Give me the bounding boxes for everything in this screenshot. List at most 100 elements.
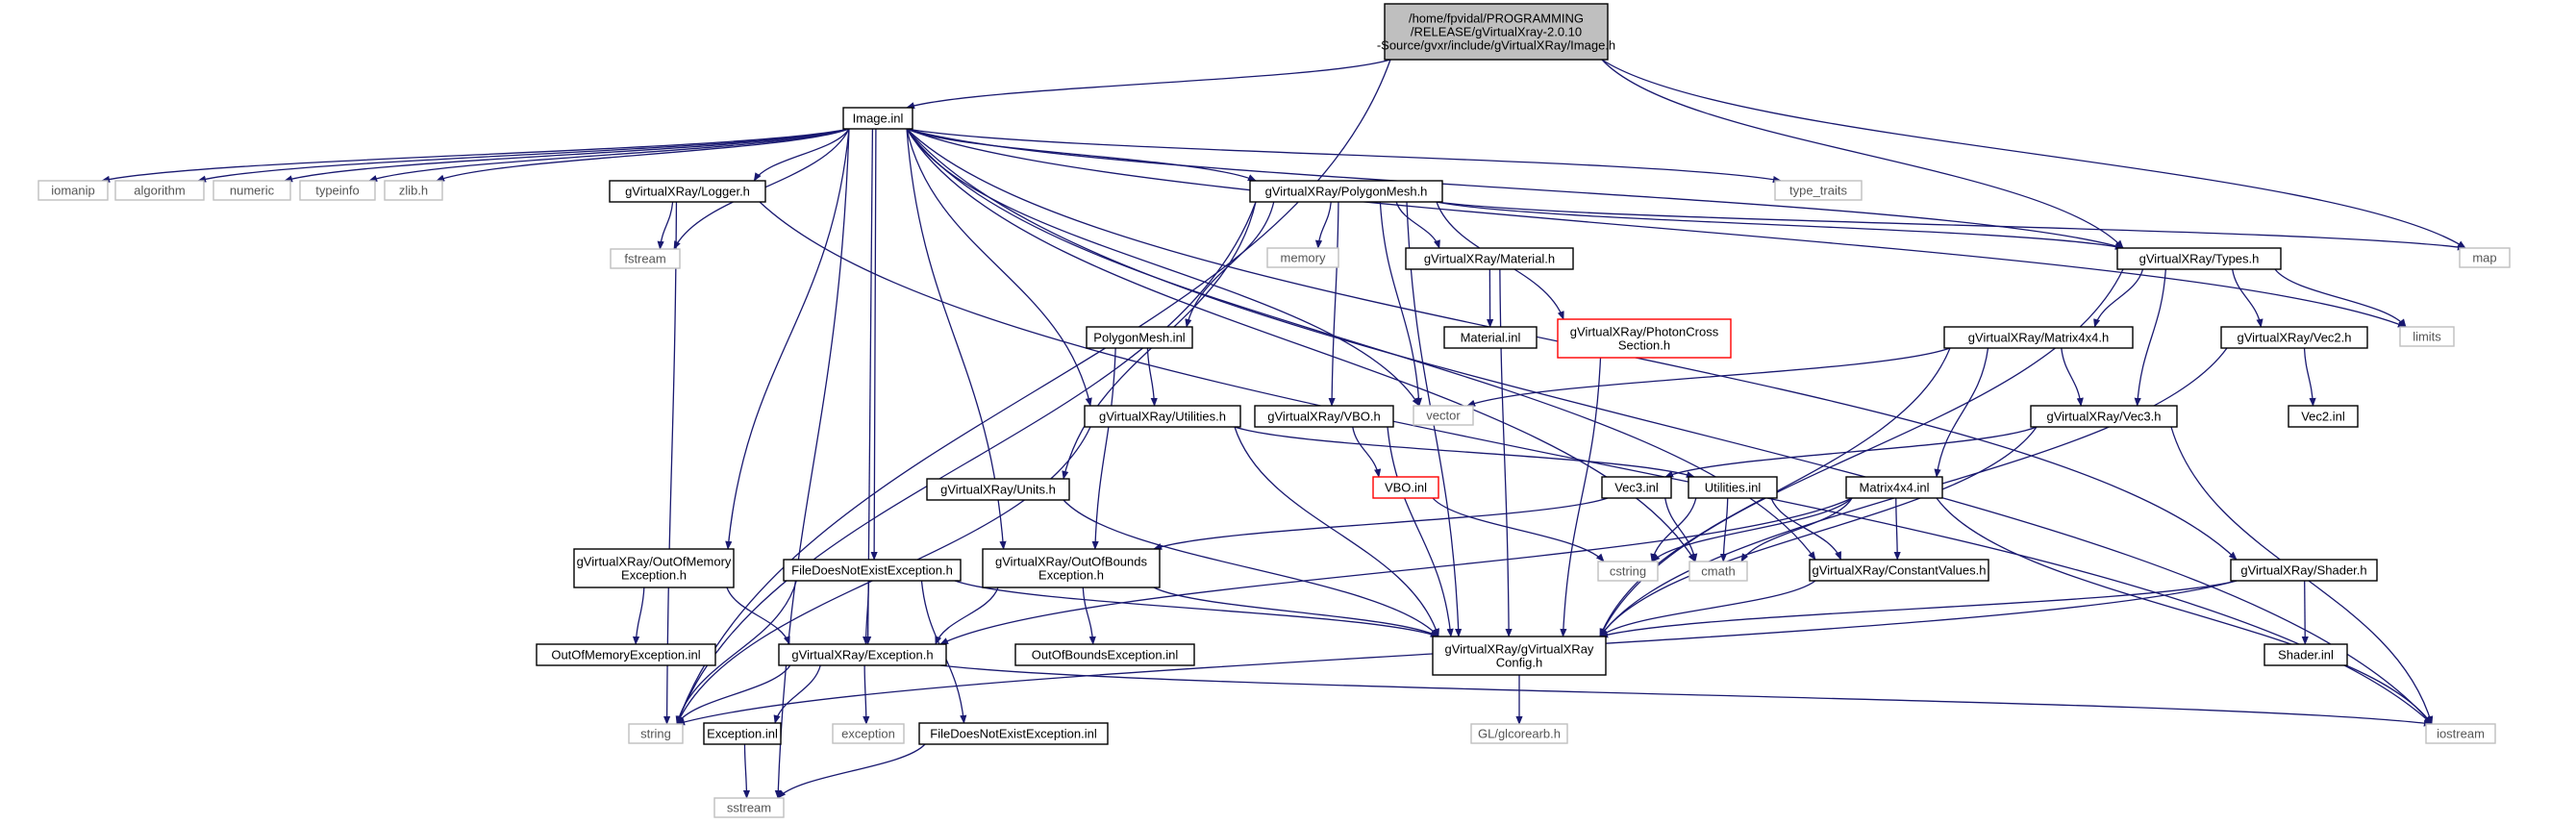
node-vec2_h[interactable]: gVirtualXRay/Vec2.h [2220, 326, 2368, 349]
node-utilities_inl[interactable]: Utilities.inl [1688, 476, 1778, 499]
node-box [1384, 3, 1609, 61]
node-vec2_inl[interactable]: Vec2.inl [2288, 405, 2359, 428]
edge-types_h-to-matrix4x4_h [2093, 268, 2144, 328]
edge-root-to-types_h [1601, 59, 2124, 249]
edge-arrow [1314, 201, 1332, 249]
node-box [2399, 326, 2455, 347]
edge-arrow [935, 587, 999, 645]
node-label: iomanip [51, 183, 95, 197]
node-types_h[interactable]: gVirtualXRay/Types.h [2116, 247, 2282, 270]
node-vbo_h[interactable]: gVirtualXRay/VBO.h [1254, 405, 1394, 428]
node-type_traits: type_traits [1774, 180, 1863, 201]
node-shader_inl[interactable]: Shader.inl [2263, 643, 2348, 666]
edge-image_inl-to-polygonmesh_h [906, 128, 1257, 182]
node-logger[interactable]: gVirtualXRay/Logger.h [609, 180, 766, 203]
node-label: gVirtualXRay/Utilities.h [1099, 409, 1226, 423]
node-exception: exception [832, 723, 905, 744]
node-label: VBO.inl [1385, 480, 1427, 494]
node-outofmemory_inl[interactable]: OutOfMemoryException.inl [536, 643, 716, 666]
node-material_h[interactable]: gVirtualXRay/Material.h [1405, 247, 1574, 270]
node-polygonmesh_h[interactable]: gVirtualXRay/PolygonMesh.h [1249, 180, 1443, 203]
edge-vec2_h-to-vec2_inl [2303, 347, 2316, 407]
node-box [926, 478, 1070, 501]
edge-image_inl-to-typeinfo [368, 128, 850, 182]
node-matrix4x4_inl[interactable]: Matrix4x4.inl [1845, 476, 1943, 499]
node-vec3_inl[interactable]: Vec3.inl [1601, 476, 1672, 499]
node-label: Vec3.inl [1614, 480, 1659, 494]
edge-arrow [1436, 201, 2466, 251]
edge-image_inl-to-filedoesnotexist_h [870, 128, 878, 561]
node-box [713, 797, 785, 818]
edge-arrow [632, 587, 645, 645]
edge-exception_h-to-exception [863, 664, 870, 725]
edge-arrow [1352, 426, 1382, 478]
node-label: /RELEASE/gVirtualXray-2.0.10 [1411, 24, 1582, 38]
node-label: Section.h [1618, 337, 1670, 352]
node-units_h[interactable]: gVirtualXRay/Units.h [926, 478, 1070, 501]
node-box [2220, 326, 2368, 349]
node-layer: /home/fpvidal/PROGRAMMING/RELEASE/gVirtu… [38, 3, 2511, 818]
node-polygonmesh_inl[interactable]: PolygonMesh.inl [1086, 326, 1193, 349]
edge-arrow [436, 128, 850, 182]
node-label: gVirtualXRay/VBO.h [1267, 409, 1381, 423]
edge-arrow [1599, 580, 2238, 638]
edge-utilities_h-to-config_h [1234, 426, 1439, 637]
node-outofbounds_inl[interactable]: OutOfBoundsException.inl [1014, 643, 1195, 666]
edge-arrow [1650, 497, 1697, 562]
node-label: gVirtualXRay/OutOfMemory [577, 554, 732, 568]
edge-filedoesnotexist_h-to-exception_h [863, 580, 870, 645]
node-label: GL/glcorearb.h [1478, 726, 1561, 740]
edge-image_inl-to-limits [906, 128, 2407, 328]
edge-arrow [676, 59, 1391, 725]
node-label: gVirtualXRay/gVirtualXRay [1445, 641, 1594, 656]
edge-outofmemory_h-to-exception_h [726, 587, 790, 645]
edge-arrow [774, 128, 850, 799]
node-vec3_h[interactable]: gVirtualXRay/Vec3.h [2030, 405, 2178, 428]
node-outofbounds_h[interactable]: gVirtualXRay/OutOfBoundsException.h [982, 548, 1161, 588]
node-sstream: sstream [713, 797, 785, 818]
edge-layer [101, 59, 2466, 799]
node-vbo_inl[interactable]: VBO.inl [1372, 476, 1439, 499]
edge-vec3_h-to-vec3_inl [1664, 426, 2038, 478]
node-numeric: numeric [213, 180, 291, 201]
node-exception_h[interactable]: gVirtualXRay/Exception.h [778, 643, 947, 666]
node-matrix4x4_h[interactable]: gVirtualXRay/Matrix4x4.h [1943, 326, 2134, 349]
node-zlib: zlib.h [384, 180, 443, 201]
edge-arrow [1599, 426, 2038, 637]
edge-image_inl-to-type_traits [906, 128, 1782, 184]
node-constantvalues[interactable]: gVirtualXRay/ConstantValues.h [1809, 559, 1989, 582]
node-box [842, 107, 913, 130]
node-label: string [640, 726, 671, 740]
node-utilities_h[interactable]: gVirtualXRay/Utilities.h [1084, 405, 1241, 428]
edge-matrix4x4_inl-to-iostream [1936, 497, 2433, 725]
edge-arrow [759, 201, 2433, 725]
edge-arrow [777, 743, 926, 799]
node-label: FileDoesNotExistException.inl [930, 726, 1097, 740]
node-filedoesnotexist_inl[interactable]: FileDoesNotExistException.inl [918, 722, 1109, 745]
edge-arrow [1395, 201, 1440, 249]
edge-arrow [906, 59, 1391, 110]
node-label: gVirtualXRay/Exception.h [791, 647, 933, 662]
node-root[interactable]: /home/fpvidal/PROGRAMMING/RELEASE/gVirtu… [1377, 3, 1615, 61]
node-material_inl[interactable]: Material.inl [1443, 326, 1538, 349]
node-box [38, 180, 109, 201]
edge-matrix4x4_inl-to-cstring [1651, 497, 1853, 562]
node-limits: limits [2399, 326, 2455, 347]
node-outofmemory_h[interactable]: gVirtualXRay/OutOfMemoryException.h [573, 548, 735, 588]
node-filedoesnotexist_h[interactable]: FileDoesNotExistException.h [783, 559, 962, 582]
node-box [1266, 247, 1339, 268]
edge-outofbounds_h-to-exception_h [935, 587, 999, 645]
node-label: numeric [230, 183, 275, 197]
node-image_inl[interactable]: Image.inl [842, 107, 913, 130]
edge-polygonmesh_h-to-types_h [1436, 201, 2124, 250]
edge-arrow [284, 128, 850, 183]
node-box [703, 722, 782, 745]
node-box [1014, 643, 1195, 666]
edge-arrow [1934, 347, 1989, 478]
node-shader_h[interactable]: gVirtualXRay/Shader.h [2230, 559, 2378, 582]
node-cstring: cstring [1597, 561, 1659, 582]
node-exception_inl[interactable]: Exception.inl [703, 722, 782, 745]
node-label: algorithm [134, 183, 185, 197]
